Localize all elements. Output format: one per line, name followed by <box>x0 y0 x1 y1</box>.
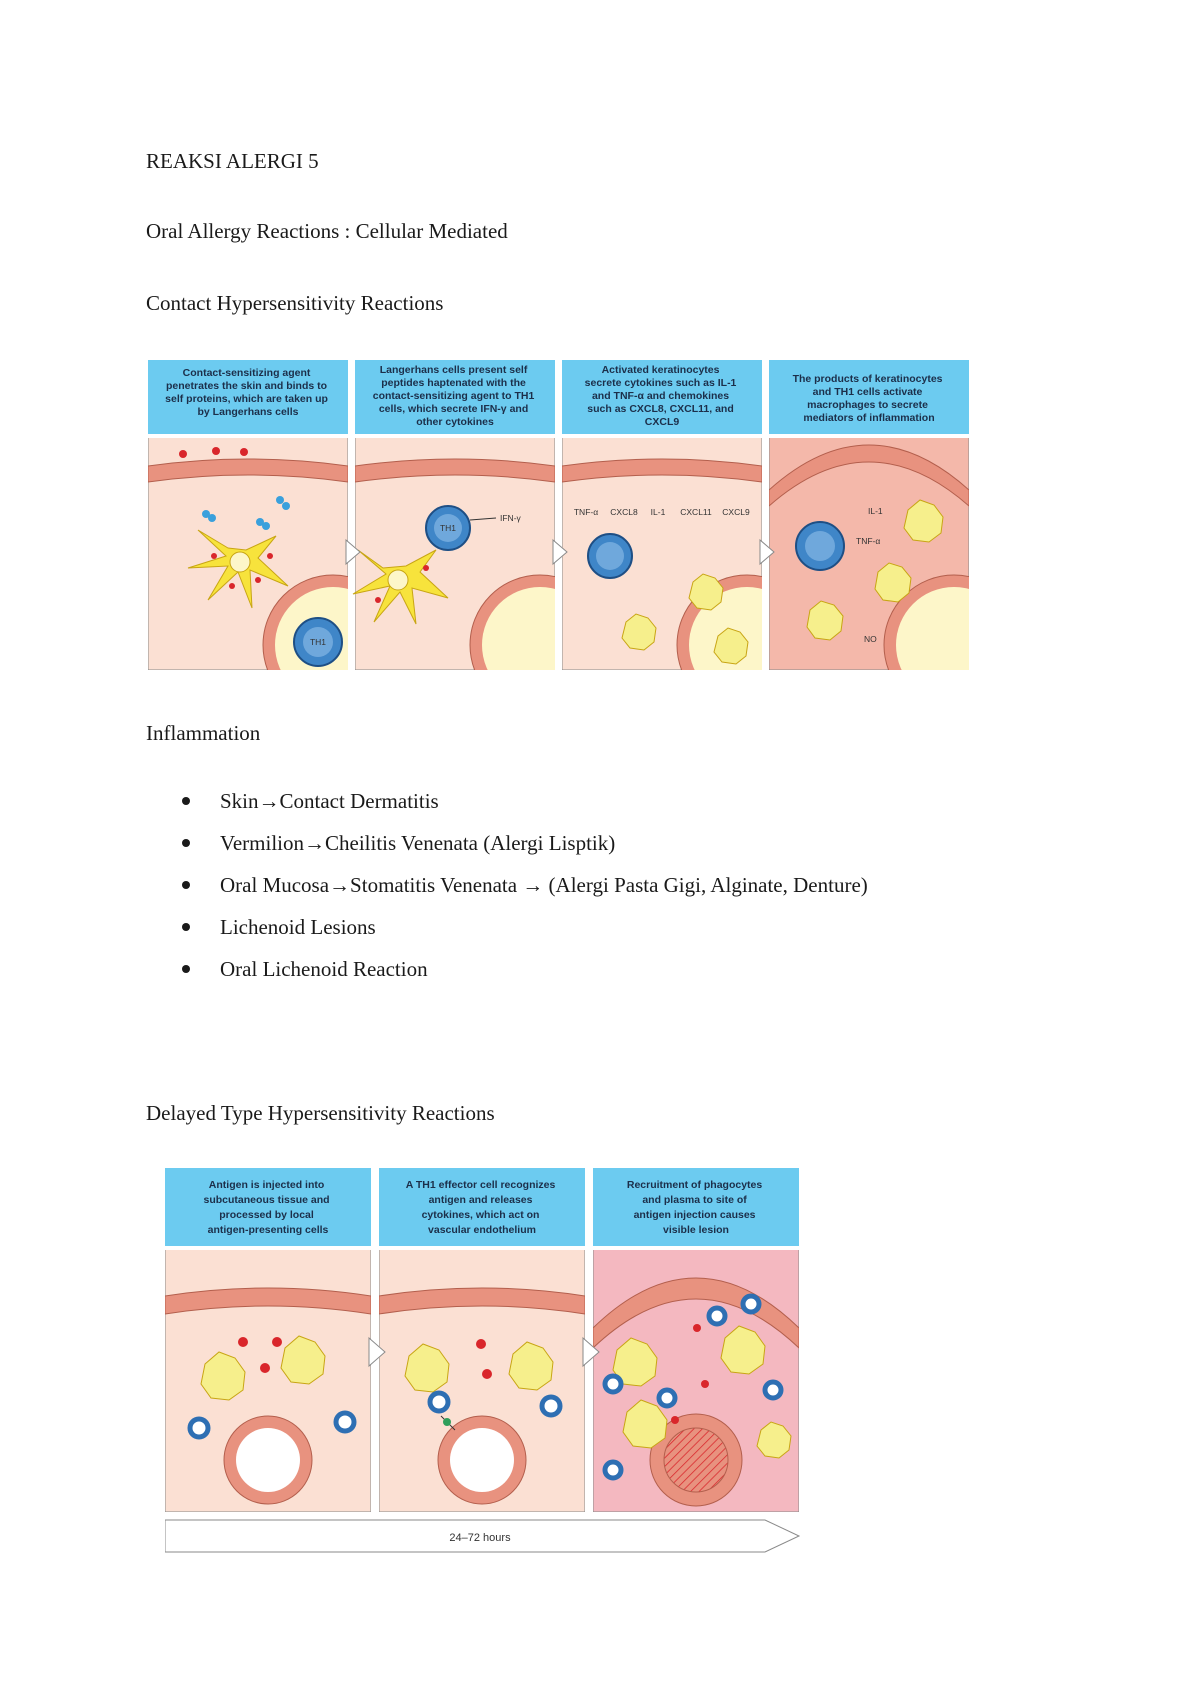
tnf-alpha-label-panel4: TNF-α <box>856 536 880 546</box>
delayed-hypersensitivity-figure: Antigen is injected into subcutaneous ti… <box>165 1168 801 1553</box>
il1-label: IL-1 <box>651 507 666 517</box>
tnf-alpha-label: TNF-α <box>574 507 598 517</box>
figure2-panel-1 <box>165 1168 371 1512</box>
apc-cells-panel1 <box>200 1335 326 1401</box>
figure2-panel-arrows <box>368 1336 600 1368</box>
figure2-caption-1: Antigen is injected into subcutaneous ti… <box>204 1179 333 1236</box>
figure1-caption-1: Contact-sensitizing agent penetrates the… <box>165 367 331 418</box>
tcells-panel1 <box>187 1410 357 1440</box>
tcell-panel4 <box>795 521 845 571</box>
document-title: REAKSI ALERGI 5 <box>146 149 319 173</box>
bullet-icon <box>182 923 190 931</box>
ifn-gamma-label: IFN-γ <box>500 513 522 523</box>
figure2-caption-2: A TH1 effector cell recognizes antigen a… <box>406 1179 559 1236</box>
list-item: Oral Lichenoid Reaction <box>146 956 868 998</box>
il1-label-panel4: IL-1 <box>868 506 883 516</box>
antigen-panel3 <box>671 1324 709 1424</box>
list-item: Lichenoid Lesions <box>146 914 868 956</box>
macrophages-panel3 <box>621 573 749 665</box>
figure2-caption-3: Recruitment of phagocytes and plasma to … <box>627 1179 765 1236</box>
figure1-caption-3: Activated keratinocytes secrete cytokine… <box>585 364 740 428</box>
section-heading-inflammation: Inflammation <box>146 721 261 745</box>
th1-label-2: TH1 <box>440 523 456 533</box>
document-subtitle: Oral Allergy Reactions : Cellular Mediat… <box>146 219 508 243</box>
th1-label-1: TH1 <box>310 637 326 647</box>
th1-cell-2: TH1 IFN-γ <box>425 505 522 551</box>
phagocytes-panel3 <box>612 1325 792 1459</box>
figure2-panel-3 <box>593 1168 799 1512</box>
no-label: NO <box>864 634 877 644</box>
panel-arrows <box>345 538 775 566</box>
list-item: Skin→Contact Dermatitis <box>146 788 868 830</box>
figure1-caption-4: The products of keratinocytes and TH1 ce… <box>793 373 946 424</box>
list-item: Oral Mucosa→Stomatitis Venenata → (Alerg… <box>146 872 868 914</box>
inflammation-list: Skin→Contact Dermatitis Vermilion→Cheili… <box>146 788 868 998</box>
timeline-arrow: 24–72 hours <box>165 1519 801 1553</box>
langerhans-cell <box>187 529 289 609</box>
th1-cell-1: TH1 <box>293 617 343 667</box>
macrophages-panel4 <box>806 499 944 641</box>
figure1-panel-4 <box>769 360 969 670</box>
th1-effector-cell <box>427 1390 563 1431</box>
bullet-icon <box>182 839 190 847</box>
antigen-panel2 <box>476 1339 492 1379</box>
hapten-protein-complex <box>202 496 290 530</box>
recruited-cells-panel3 <box>602 1293 784 1481</box>
langerhans-cell-2 <box>352 549 449 625</box>
section-heading-delayed: Delayed Type Hypersensitivity Reactions <box>146 1101 495 1125</box>
bullet-icon <box>182 881 190 889</box>
cytokine-labels: TNF-α CXCL8 IL-1 CXCL11 CXCL9 <box>574 507 750 517</box>
figure2-panel-2 <box>379 1168 585 1512</box>
bullet-icon <box>182 797 190 805</box>
timeline-label: 24–72 hours <box>449 1532 511 1544</box>
bullet-icon <box>182 965 190 973</box>
tcell-panel3 <box>587 533 633 579</box>
cxcl9-label: CXCL9 <box>722 507 750 517</box>
list-item: Vermilion→Cheilitis Venenata (Alergi Lis… <box>146 830 868 872</box>
figure1-panel-2 <box>355 360 555 670</box>
apc-cells-panel2 <box>404 1341 554 1393</box>
figure1-caption-2: Langerhans cells present self peptides h… <box>373 364 538 428</box>
cxcl8-label: CXCL8 <box>610 507 638 517</box>
section-heading-contact: Contact Hypersensitivity Reactions <box>146 291 444 315</box>
antigen-panel1 <box>238 1337 282 1373</box>
cxcl11-label: CXCL11 <box>680 507 712 517</box>
antigen-dots <box>179 447 248 458</box>
contact-hypersensitivity-figure: Contact-sensitizing agent penetrates the… <box>148 360 969 670</box>
